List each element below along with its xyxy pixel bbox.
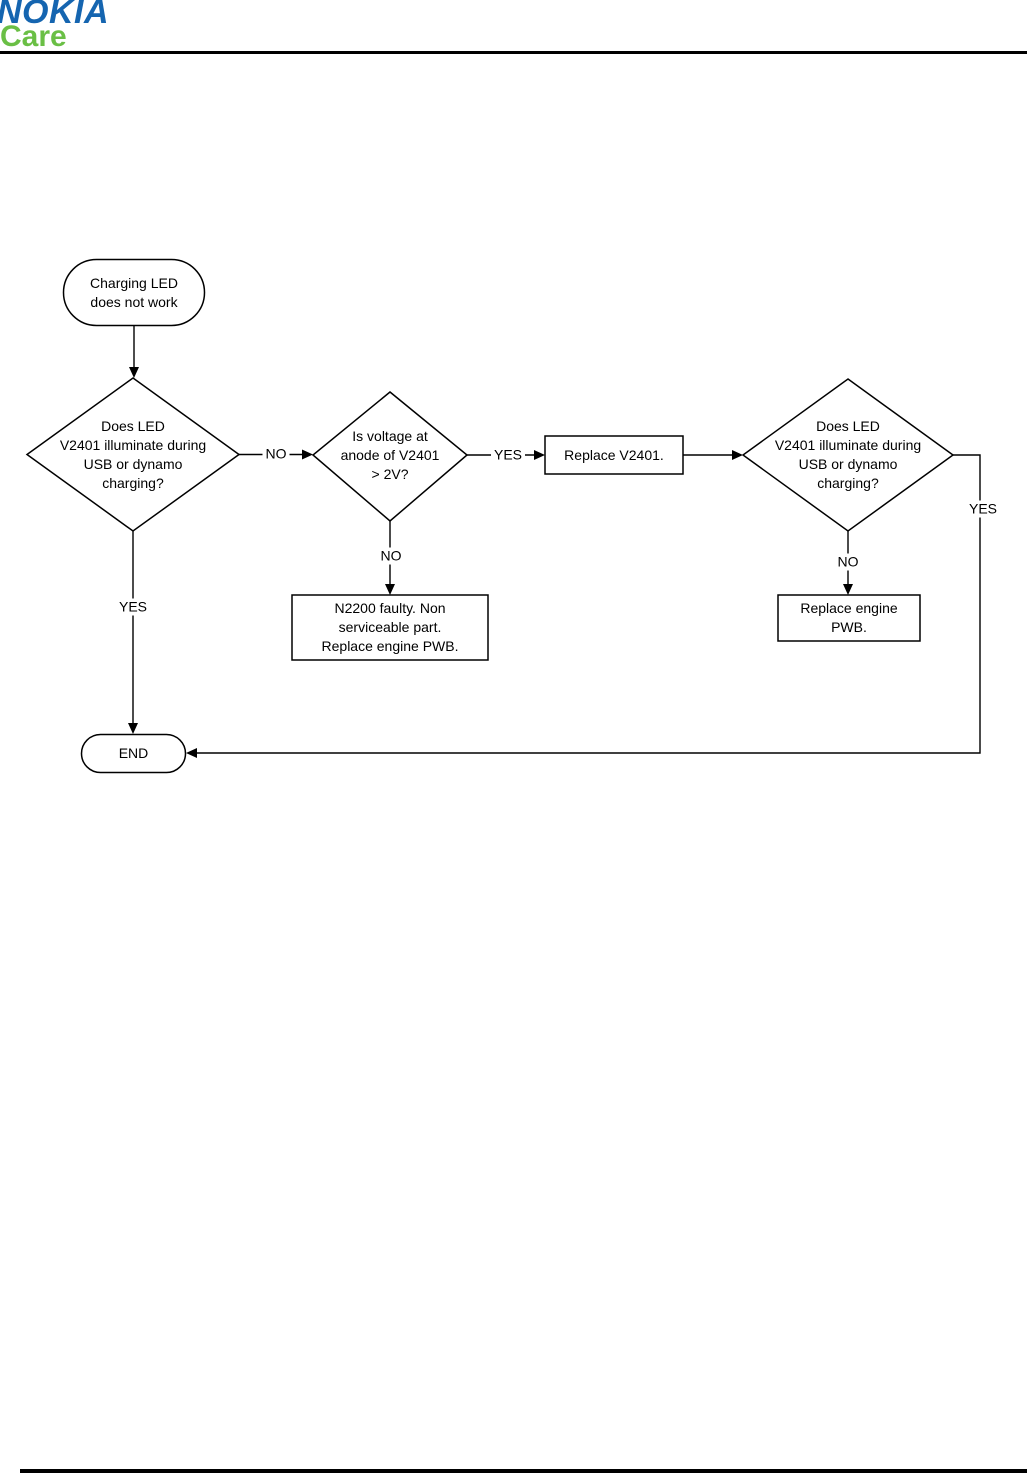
decision1-label: Does LED V2401 illuminate during USB or … bbox=[59, 418, 207, 491]
arrowhead-into-d3 bbox=[732, 450, 743, 460]
arrowhead-into-n2200 bbox=[385, 584, 395, 595]
replace-pwb-box-label: Replace engine PWB. bbox=[800, 600, 898, 635]
start-terminator-shape bbox=[62, 258, 206, 327]
nokia-logo: NOKIA bbox=[0, 0, 110, 31]
edge-label-d3-yes: YES bbox=[965, 500, 1001, 518]
edge-label-d3-no: NO bbox=[834, 553, 862, 571]
replace-pwb-box-shape bbox=[777, 594, 921, 642]
edge-label-d2-no: NO bbox=[377, 547, 405, 565]
end-terminator-shape bbox=[80, 733, 187, 774]
edge-label-d2-yes: YES bbox=[490, 446, 526, 464]
arrowhead-into-d2 bbox=[302, 449, 313, 460]
arrowhead-into-replace-pwb bbox=[843, 584, 853, 595]
arrowhead-into-end-right bbox=[186, 748, 197, 758]
footer-divider bbox=[20, 1469, 1027, 1473]
n2200-box-shape bbox=[291, 594, 489, 661]
edge-label-d1-yes: YES bbox=[115, 598, 151, 616]
replace-v2401-box-label: Replace V2401. bbox=[564, 446, 664, 463]
n2200-box-label: N2200 faulty. Non serviceable part. Repl… bbox=[321, 600, 459, 654]
start-terminator-label: Charging LED does not work bbox=[90, 274, 178, 310]
arrowhead-into-d1 bbox=[129, 367, 139, 378]
end-terminator-label: END bbox=[118, 745, 149, 761]
arrowhead-into-replace-v2401 bbox=[534, 450, 545, 460]
connector-d3-yes-to-end bbox=[196, 454, 981, 754]
decision3-label: Does LED V2401 illuminate during USB or … bbox=[774, 418, 922, 491]
edge-label-d1-no: NO bbox=[262, 445, 290, 463]
header-divider bbox=[0, 51, 1027, 54]
arrowhead-into-end-top bbox=[128, 723, 138, 734]
decision2-label: Is voltage at anode of V2401 > 2V? bbox=[340, 427, 440, 482]
care-logo: Care bbox=[0, 20, 67, 53]
